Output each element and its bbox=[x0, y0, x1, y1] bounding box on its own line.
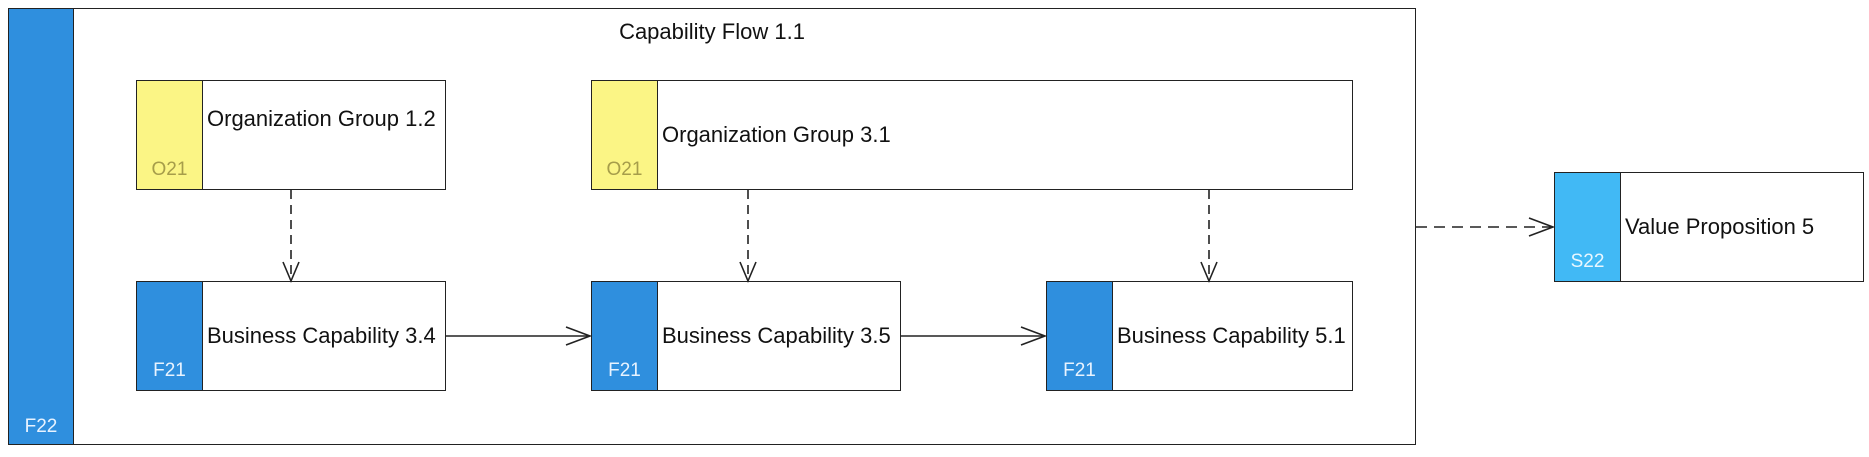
organization-group-label: Organization Group 3.1 bbox=[662, 122, 891, 148]
value-proposition-code: S22 bbox=[1570, 251, 1605, 272]
capability-flow-title: Capability Flow 1.1 bbox=[619, 19, 805, 44]
organization-group-tag: O21 bbox=[137, 81, 203, 189]
business-capability-code: F21 bbox=[1063, 360, 1096, 381]
value-proposition-tag: S22 bbox=[1555, 173, 1621, 281]
business-capability-label: Business Capability 3.4 bbox=[207, 323, 436, 349]
business-capability-tag: F21 bbox=[137, 282, 203, 390]
organization-group-code: O21 bbox=[151, 159, 188, 180]
business-capability-5-1-node[interactable]: F21 Business Capability 5.1 bbox=[1046, 281, 1353, 391]
organization-group-code: O21 bbox=[606, 159, 643, 180]
organization-group-tag: O21 bbox=[592, 81, 658, 189]
business-capability-tag: F21 bbox=[1047, 282, 1113, 390]
business-capability-label: Business Capability 3.5 bbox=[662, 323, 891, 349]
business-capability-code: F21 bbox=[608, 360, 641, 381]
organization-group-label: Organization Group 1.2 bbox=[207, 106, 436, 131]
business-capability-tag: F21 bbox=[592, 282, 658, 390]
business-capability-code: F21 bbox=[153, 360, 186, 381]
capability-flow-code: F22 bbox=[24, 416, 58, 437]
capability-flow-side-bar: F22 bbox=[9, 9, 74, 444]
business-capability-3-4-node[interactable]: F21 Business Capability 3.4 bbox=[136, 281, 446, 391]
business-capability-3-5-node[interactable]: F21 Business Capability 3.5 bbox=[591, 281, 901, 391]
business-capability-label: Business Capability 5.1 bbox=[1117, 323, 1346, 349]
organization-group-3-1-node[interactable]: O21 Organization Group 3.1 bbox=[591, 80, 1353, 190]
organization-group-1-2-node[interactable]: O21 Organization Group 1.2 bbox=[136, 80, 446, 190]
value-proposition-label: Value Proposition 5 bbox=[1625, 214, 1815, 240]
open-arrowhead bbox=[1528, 217, 1556, 237]
value-proposition-5-node[interactable]: S22 Value Proposition 5 bbox=[1554, 172, 1864, 282]
